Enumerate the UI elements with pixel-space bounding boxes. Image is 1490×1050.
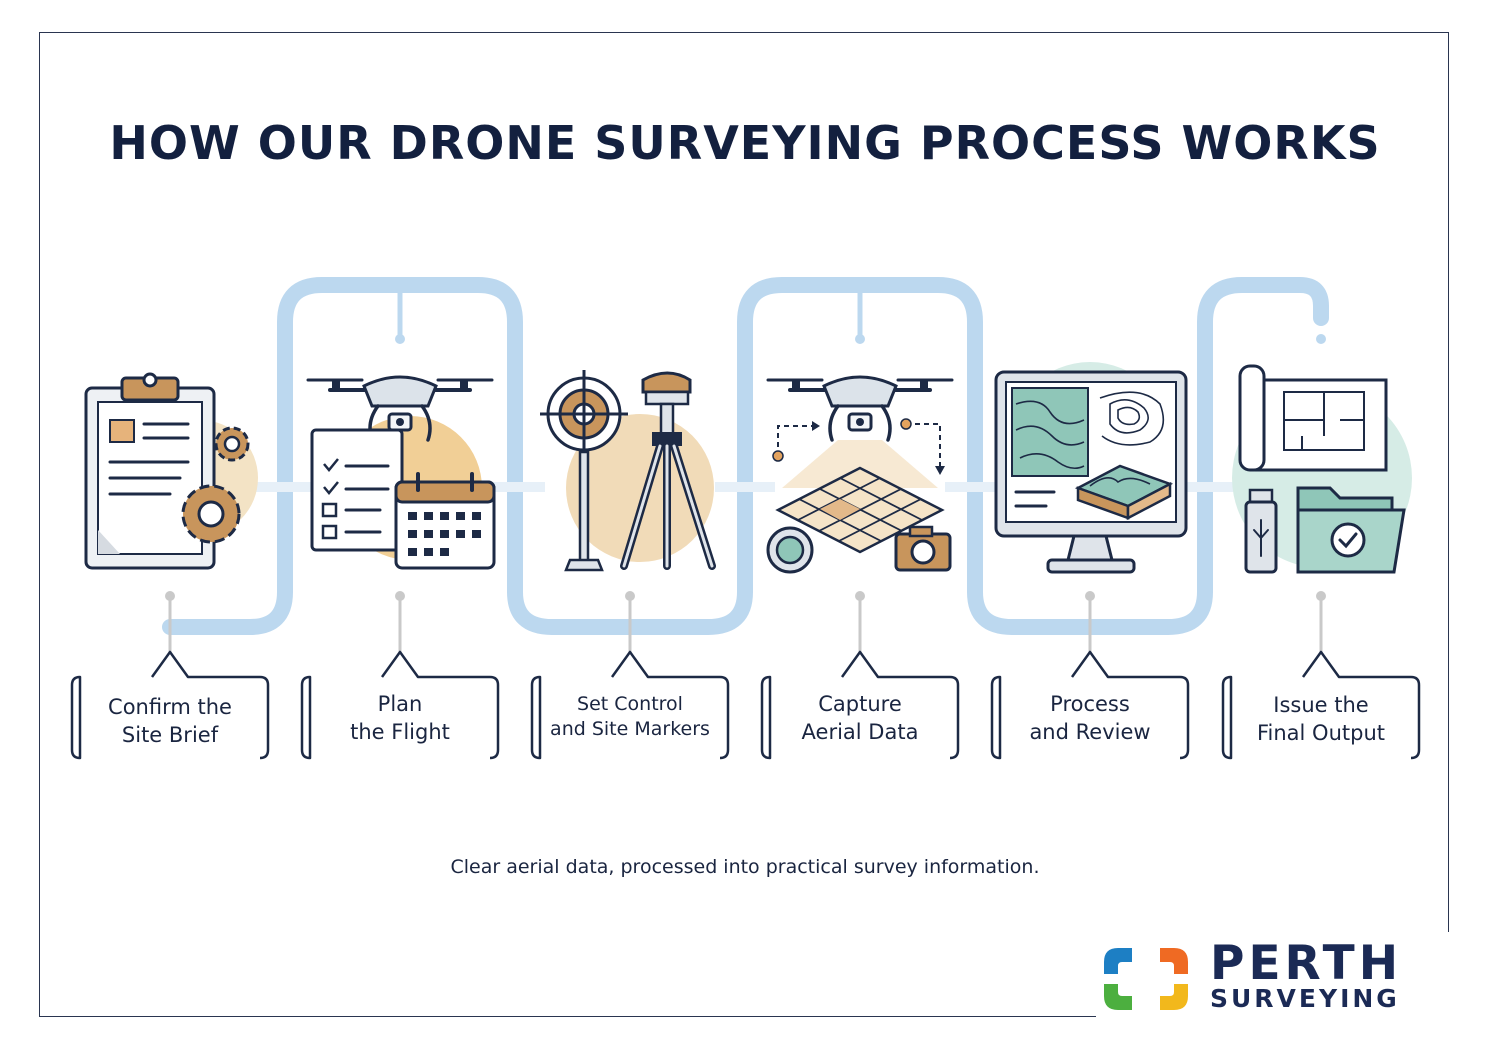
drone-grid-camera-icon (766, 375, 954, 574)
flow-pipe (162, 277, 1329, 635)
step-3-line-1: Set Control (577, 693, 683, 715)
callout-box-5 (990, 650, 1190, 760)
perth-surveying-logo-icon (1104, 948, 1188, 1010)
step-4-line-1: Capture (818, 692, 902, 716)
step-2-line-2: the Flight (350, 720, 450, 744)
plan-usb-folder-icon (1232, 364, 1412, 574)
step-1-line-2: Site Brief (121, 723, 219, 747)
callout-box-4 (760, 650, 960, 760)
callout-box-3 (530, 650, 730, 760)
monitor-maps-icon (994, 362, 1188, 574)
step-label-5: Process and Review (992, 690, 1188, 746)
target-gps-tripod-icon (540, 370, 716, 572)
step-label-2: Plan the Flight (302, 690, 498, 746)
step-1-line-1: Confirm the (108, 695, 232, 719)
step-label-1: Confirm the Site Brief (72, 693, 268, 749)
step-label-4: Capture Aerial Data (762, 690, 958, 746)
step-6-line-1: Issue the (1273, 693, 1369, 717)
clipboard-gears-icon (84, 372, 258, 570)
callout-box-2 (300, 650, 500, 760)
step-5-line-2: and Review (1029, 720, 1151, 744)
page-title: HOW OUR DRONE SURVEYING PROCESS WORKS (109, 116, 1381, 170)
step-label-3: Set Control and Site Markers (532, 692, 728, 742)
logo-wordmark-surveying: SURVEYING (1210, 984, 1400, 1013)
logo-wordmark-perth: PERTH (1210, 936, 1403, 991)
drone-checklist-calendar-icon (306, 375, 496, 570)
step-5-line-1: Process (1050, 692, 1130, 716)
callout-box-1 (70, 650, 270, 760)
poster-frame (39, 32, 1449, 1017)
step-2-line-1: Plan (377, 692, 423, 716)
step-4-line-2: Aerial Data (801, 720, 919, 744)
step-6-line-2: Final Output (1256, 721, 1386, 745)
tagline: Clear aerial data, processed into practi… (450, 856, 1040, 878)
step-label-6: Issue the Final Output (1223, 691, 1419, 747)
step-3-line-2: and Site Markers (550, 718, 710, 740)
callout-box-6 (1221, 650, 1421, 760)
